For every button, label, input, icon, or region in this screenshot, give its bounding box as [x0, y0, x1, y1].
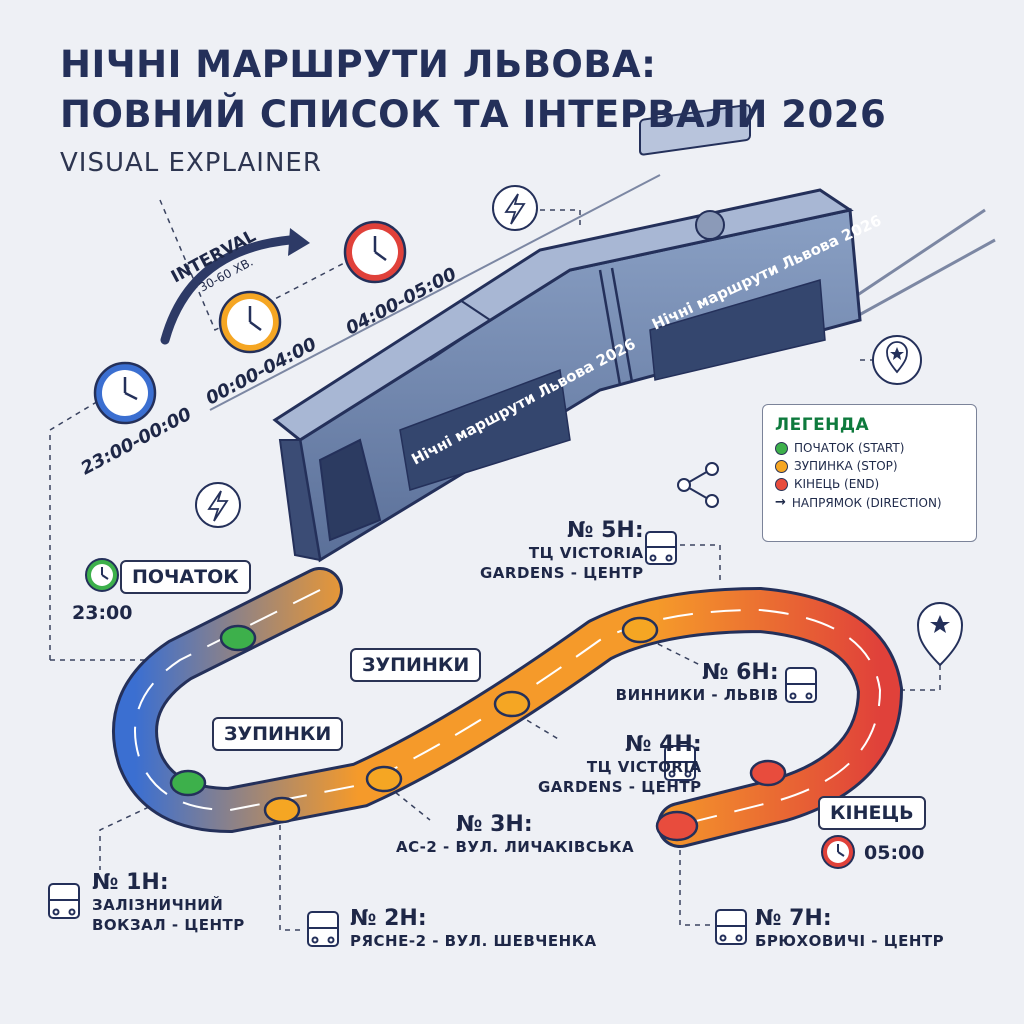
end-stop — [749, 759, 787, 787]
legend-item-start: ПОЧАТОК (START) — [775, 441, 964, 455]
clock-icon — [93, 361, 157, 425]
track-rail — [849, 208, 986, 302]
end-stop — [655, 810, 699, 842]
arrow-right-icon: → — [775, 495, 786, 510]
route-6: № 6Н: ВИННИКИ - ЛЬВІВ — [612, 660, 779, 705]
route-4: № 4Н: ТЦ VICTORIA GARDENS - ЦЕНТР — [538, 732, 702, 797]
clock-icon — [218, 290, 282, 354]
start-badge: ПОЧАТОК — [120, 560, 251, 594]
legend: ЛЕГЕНДА ПОЧАТОК (START) ЗУПИНКА (STOP) К… — [762, 404, 977, 542]
route-name: ВОКЗАЛ - ЦЕНТР — [92, 916, 245, 934]
clock-icon — [821, 835, 855, 869]
route-name: ВИННИКИ - ЛЬВІВ — [615, 686, 779, 704]
track-rail — [849, 238, 996, 322]
route-stops — [169, 616, 787, 842]
stop — [621, 616, 659, 644]
bus-icon — [48, 883, 80, 919]
legend-item-end: КІНЕЦЬ (END) — [775, 477, 964, 491]
route-number: № 3Н: — [456, 812, 533, 837]
lightning-icon — [195, 482, 241, 528]
bus-icon — [664, 745, 696, 781]
end-dot-icon — [775, 477, 788, 491]
legend-item-stop: ЗУПИНКА (STOP) — [775, 459, 964, 473]
stop — [365, 765, 403, 793]
start-stop — [219, 624, 257, 652]
page-title-line-2: ПОВНИЙ СПИСОК ТА ІНТЕРВАЛИ 2026 — [60, 93, 887, 136]
page-title: НІЧНІ МАРШРУТИ ЛЬВОВА: ПОВНИЙ СПИСОК ТА … — [60, 40, 886, 140]
start-dot-icon — [775, 441, 788, 455]
location-pin-icon — [916, 602, 964, 667]
route-number: № 4Н: — [624, 732, 702, 757]
route-7: № 7Н: БРЮХОВИЧІ - ЦЕНТР — [755, 906, 944, 951]
route-number: № 1Н: — [92, 870, 169, 895]
route-name: РЯСНЕ-2 - ВУЛ. ШЕВЧЕНКА — [350, 932, 597, 950]
lightning-icon — [492, 185, 538, 231]
bus-icon — [715, 909, 747, 945]
route-name: ЗАЛІЗНИЧНИЙ — [92, 896, 224, 914]
overhead-wire — [209, 174, 661, 411]
stop — [263, 796, 301, 824]
route-1: № 1Н: ЗАЛІЗНИЧНИЙ ВОКЗАЛ - ЦЕНТР — [92, 870, 245, 935]
stops-badge: ЗУПИНКИ — [350, 648, 482, 682]
tram-illustration — [272, 104, 862, 563]
page-title-line-1: НІЧНІ МАРШРУТИ ЛЬВОВА: — [60, 43, 657, 86]
route-number: № 5Н: — [566, 518, 644, 543]
interval-arc — [160, 235, 295, 345]
clock-icon — [343, 220, 407, 284]
route-name: GARDENS - ЦЕНТР — [480, 564, 644, 582]
route-name: БРЮХОВИЧІ - ЦЕНТР — [755, 932, 945, 950]
route-name: GARDENS - ЦЕНТР — [538, 778, 702, 796]
route-number: № 7Н: — [755, 906, 832, 931]
route-3: № 3Н: АС-2 - ВУЛ. ЛИЧАКІВСЬКА — [396, 812, 634, 857]
arrow-head-icon — [288, 228, 310, 256]
route-ribbon — [112, 567, 904, 848]
route-number: № 6Н: — [702, 660, 779, 685]
bus-icon — [785, 667, 817, 703]
stop-dot-icon — [775, 459, 788, 473]
end-time: 05:00 — [864, 842, 925, 864]
route-2: № 2Н: РЯСНЕ-2 - ВУЛ. ШЕВЧЕНКА — [350, 906, 597, 951]
route-5: № 5Н: ТЦ VICTORIA GARDENS - ЦЕНТР — [480, 518, 644, 583]
bus-icon — [307, 911, 339, 947]
legend-title: ЛЕГЕНДА — [775, 415, 870, 435]
bus-icon — [645, 531, 677, 565]
end-badge: КІНЕЦЬ — [818, 796, 926, 830]
route-number: № 2Н: — [350, 906, 427, 931]
route-name: ТЦ VICTORIA — [528, 544, 644, 562]
page-subtitle: VISUAL EXPLAINER — [60, 148, 322, 178]
stop — [493, 690, 531, 718]
start-stop — [169, 769, 207, 797]
stops-badge: ЗУПИНКИ — [212, 717, 344, 751]
legend-item-direction: →НАПРЯМОК (DIRECTION) — [775, 495, 942, 510]
clock-icon — [85, 558, 119, 592]
location-pin-icon — [872, 335, 922, 385]
share-nodes-icon — [677, 462, 719, 508]
start-time: 23:00 — [72, 602, 133, 624]
route-name: ТЦ VICTORIA — [586, 758, 702, 776]
route-name: АС-2 - ВУЛ. ЛИЧАКІВСЬКА — [396, 838, 635, 856]
